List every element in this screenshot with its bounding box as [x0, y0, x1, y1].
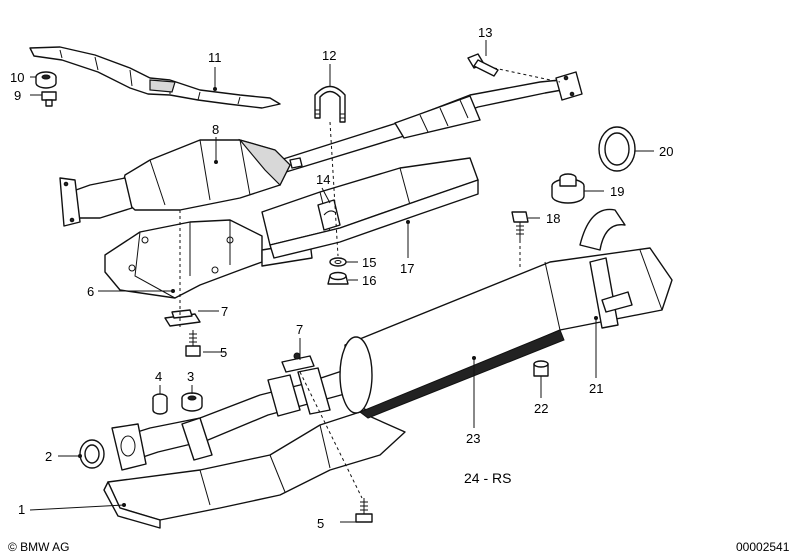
label-part-6: 6	[87, 284, 94, 299]
exhaust-pipe	[111, 367, 353, 471]
nut-part-22	[533, 360, 549, 377]
label-part-18: 18	[546, 211, 560, 226]
label-part-10: 10	[10, 70, 24, 85]
heat-shield-part-17	[261, 157, 479, 259]
rubber-mount-part-10	[35, 71, 57, 89]
rear-muffler-part-23	[339, 247, 673, 419]
label-part-19: 19	[610, 184, 624, 199]
bolt-part-18	[511, 211, 529, 240]
screw-part-5-lower	[355, 498, 373, 523]
label-part-20: 20	[659, 144, 673, 159]
label-part-23: 23	[466, 431, 480, 446]
nut-part-3	[181, 392, 203, 412]
rubber-mount-part-19	[551, 173, 585, 204]
label-part-11: 11	[208, 50, 222, 65]
label-part-2: 2	[45, 449, 52, 464]
label-part-14: 14	[316, 172, 330, 187]
u-bolt-part-12	[314, 85, 346, 123]
tailpipe	[579, 208, 626, 251]
catalytic-converter-part-8	[59, 71, 583, 227]
label-part-16: 16	[362, 273, 376, 288]
label-part-15: 15	[362, 255, 376, 270]
label-part-1: 1	[18, 502, 25, 517]
spacer-part-4	[152, 393, 168, 415]
label-part-7-lower: 7	[296, 322, 303, 337]
label-part-7-upper: 7	[221, 304, 228, 319]
heat-shield-bracket-part-11	[29, 46, 281, 109]
nut-part-16	[327, 271, 349, 285]
label-part-3: 3	[187, 369, 194, 384]
gasket-ring-part-20	[598, 126, 636, 172]
label-part-21: 21	[589, 381, 603, 396]
label-part-4: 4	[155, 369, 162, 384]
callout-labels: 1 2 3 4 5 5 6 7 7 8 9 10 11 12 13 14 15 …	[10, 25, 673, 531]
label-part-5-upper: 5	[220, 345, 227, 360]
variant-label: 24 - RS	[464, 470, 511, 486]
document-number: 00002541	[736, 540, 790, 554]
leader-lines	[29, 40, 654, 523]
heat-shield-part-1	[103, 411, 406, 529]
label-part-9: 9	[14, 88, 21, 103]
label-part-5-lower: 5	[317, 516, 324, 531]
label-part-17: 17	[400, 261, 414, 276]
label-part-13: 13	[478, 25, 492, 40]
gasket-ring-part-2	[79, 439, 105, 469]
clip-part-7-upper	[164, 309, 201, 327]
screw-part-5-upper	[185, 330, 201, 357]
bolt-part-9	[41, 91, 57, 107]
label-part-22: 22	[534, 401, 548, 416]
washer-part-15	[329, 257, 347, 267]
bolt-part-13	[467, 53, 499, 77]
label-part-8: 8	[212, 122, 219, 137]
label-part-12: 12	[322, 48, 336, 63]
brand-copyright: © BMW AG	[8, 540, 70, 554]
